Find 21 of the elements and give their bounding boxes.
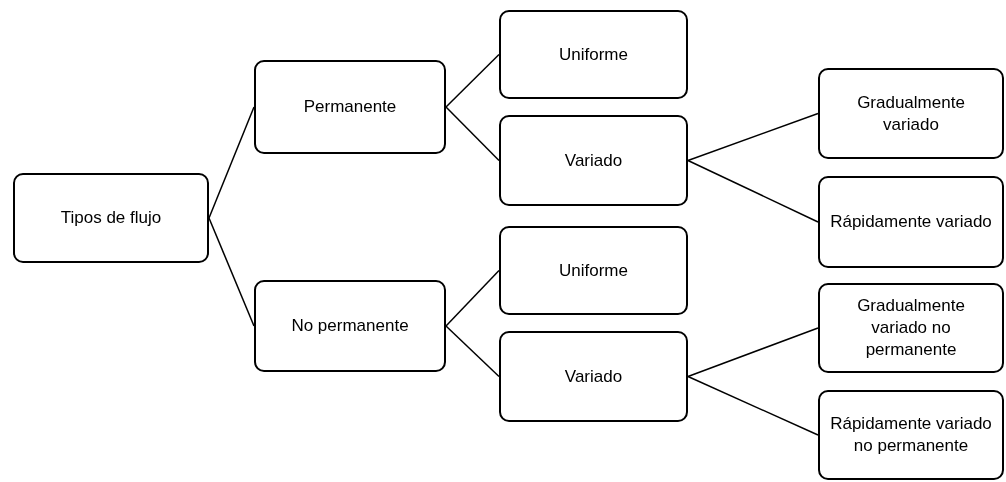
category-box: Variado [499, 331, 688, 422]
connector-line [445, 106, 500, 162]
connector-line [687, 327, 819, 378]
category-box: Rápidamente variado [818, 176, 1004, 268]
category-box: Uniforme [499, 10, 688, 99]
connector-line [208, 106, 255, 219]
connector-line [445, 325, 500, 378]
connector-line [687, 112, 819, 162]
category-box: Gradualmente variado [818, 68, 1004, 159]
category-box: Permanente [254, 60, 446, 154]
category-box: Variado [499, 115, 688, 206]
connector-line [208, 217, 255, 327]
category-box: Gradualmente variado no permanente [818, 283, 1004, 373]
connector-line [445, 53, 500, 108]
category-box: Rápidamente variado no permanente [818, 390, 1004, 480]
category-box: No permanente [254, 280, 446, 372]
connector-line [445, 269, 500, 327]
connector-line [687, 159, 819, 223]
category-box: Uniforme [499, 226, 688, 315]
category-box: Tipos de flujo [13, 173, 209, 263]
connector-line [687, 375, 819, 436]
